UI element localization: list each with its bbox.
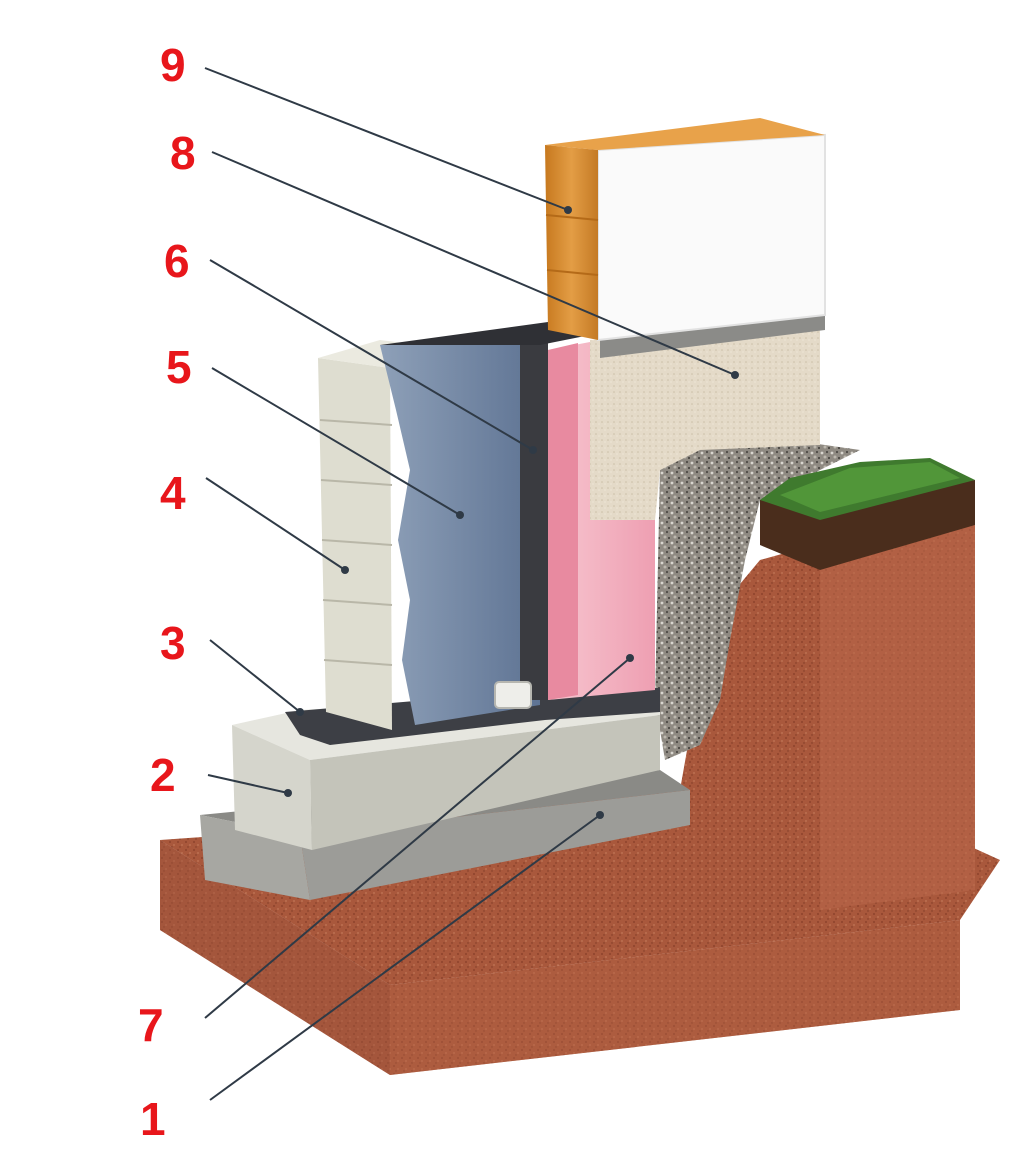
callout-label-1: 1 (140, 1093, 166, 1145)
leader-line-6 (209, 259, 534, 451)
footing-side (310, 715, 660, 850)
turf-layer (760, 458, 975, 570)
callout-label-2: 2 (150, 749, 176, 801)
upper-wall-block (545, 118, 826, 342)
leader-line-8 (211, 151, 736, 376)
upper-wall-top (545, 118, 825, 150)
leader-dot-9 (564, 206, 572, 214)
sand-bed-side (300, 790, 690, 900)
turf-grass-highlight (780, 462, 960, 512)
timber-layer (545, 145, 599, 340)
callout-label-9: 9 (160, 39, 186, 91)
callout-label-7: 7 (138, 999, 164, 1051)
leader-dot-4 (341, 566, 349, 574)
soil-back-column-shade (820, 500, 975, 910)
gravel-fill (655, 440, 860, 760)
leader-dot-8 (731, 371, 739, 379)
callout-label-3: 3 (160, 617, 186, 669)
vertical-waterproofing-layer (520, 325, 548, 700)
top-waterproofing-cap (380, 322, 590, 345)
drainage-pipe (494, 681, 532, 709)
soil-ground-block (160, 500, 1000, 1075)
leader-line-5 (211, 367, 461, 516)
leader-dot-6 (529, 446, 537, 454)
leader-lines (204, 67, 739, 1101)
soil-right-face-texture (390, 920, 960, 1075)
plaster-render-layer (590, 325, 820, 520)
callout-label-6: 6 (164, 235, 190, 287)
leader-line-3 (209, 639, 301, 713)
leader-line-1 (209, 814, 601, 1101)
leader-line-2 (207, 774, 289, 794)
insulation-edge (548, 343, 578, 700)
horizontal-waterproofing-strip (285, 688, 660, 745)
callout-label-8: 8 (170, 127, 196, 179)
timber-front (545, 145, 598, 340)
leader-dot-2 (284, 789, 292, 797)
callout-label-5: 5 (166, 341, 192, 393)
sill-flashing-strip (600, 315, 825, 358)
footing-front (232, 725, 312, 850)
leader-line-9 (204, 67, 569, 211)
callout-label-4: 4 (160, 467, 186, 519)
gravel-backfill (655, 440, 860, 760)
upper-wall-front (597, 133, 826, 342)
leader-line-4 (205, 477, 346, 571)
leader-dot-7 (626, 654, 634, 662)
leader-dot-3 (296, 708, 304, 716)
leader-dot-1 (596, 811, 604, 819)
leader-dot-5 (456, 511, 464, 519)
waterproofing-membrane (380, 335, 540, 725)
leader-line-7 (204, 657, 631, 1019)
block-wall-front (318, 358, 392, 730)
